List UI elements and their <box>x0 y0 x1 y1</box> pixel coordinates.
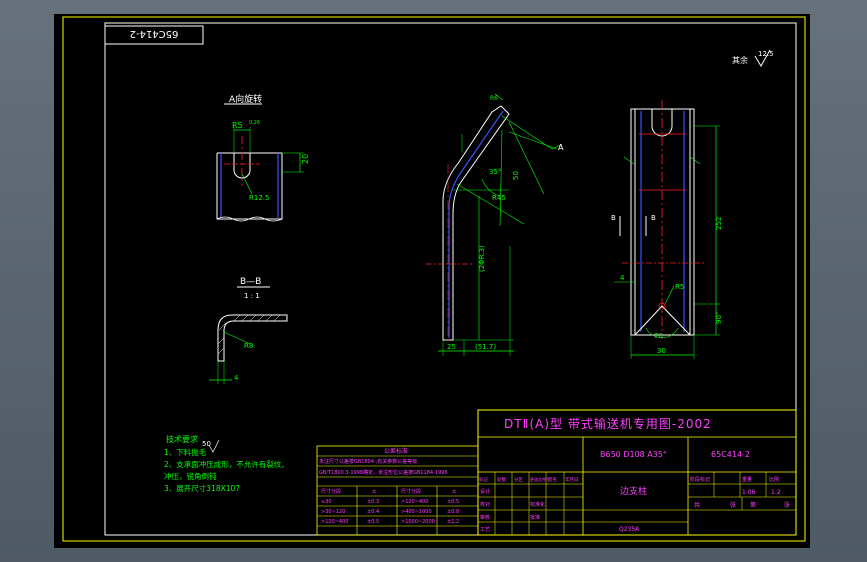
side-dim-length: 50 <box>512 171 520 180</box>
tol-r1c2: ±0.3 <box>367 499 379 505</box>
tb-rev-col-5: 签名 <box>548 476 557 483</box>
tol-r3c2: ±0.5 <box>367 519 379 525</box>
tech-req-item-3: 冲压，锐角倒钝 <box>164 471 217 481</box>
tb-scale: 1:2 <box>771 489 781 496</box>
tol-r1c3: >120~400 <box>401 499 428 505</box>
side-dim-bottom-right: (51.7) <box>475 343 496 351</box>
section-bb-scale: 1 : 1 <box>244 292 260 300</box>
front-dim-angle: 70 <box>654 332 663 340</box>
tb-rev-col-6: 年月日 <box>565 476 579 483</box>
tol-head-3: 尺寸分段 <box>401 488 421 495</box>
tech-req-item-1: 1、下料抛毛 <box>164 447 207 457</box>
roughness-symbol-icon <box>754 49 771 67</box>
tol-r3c1: >120~400 <box>321 519 348 525</box>
tb-sign-4: 工艺 <box>480 527 490 533</box>
side-dim-top: R6 <box>490 95 498 102</box>
tol-r3c4: ±1.2 <box>447 519 459 525</box>
title-block-title: DTⅡ(A)型 带式输送机专用图-2002 <box>504 416 712 431</box>
tol-r2c3: >400~1000 <box>401 509 432 515</box>
tol-r2c1: >30~120 <box>321 509 345 515</box>
side-dim-bottom-left: 25 <box>447 343 456 351</box>
title-block-model: B650 D108 A35° <box>600 450 667 459</box>
tb-sheet-label: 共 <box>694 501 700 509</box>
tol-note-2: GB/T1800.3-1998确定，未注形位公差按GB1184-1996 <box>319 469 448 476</box>
tb-page-label: 第 <box>750 501 756 509</box>
view-a-dim-tol: 0.26 <box>249 120 260 126</box>
front-dim-bottom: 90° <box>715 312 723 324</box>
tol-note-1: 未注尺寸公差按GB1804 ,有关参数公差等级 <box>319 458 417 465</box>
tb-rev-col-1: 标记 <box>479 476 488 483</box>
tech-req-title: 技术要求 <box>166 434 198 444</box>
tol-r2c2: ±0.4 <box>367 509 379 515</box>
tb-mid-col-1: 阶段标记 <box>690 476 710 483</box>
surface-value: 12.5 <box>758 50 774 58</box>
tb-sign-3: 审核 <box>480 514 490 521</box>
tb-sign-1: 设计 <box>480 488 490 495</box>
drawing-viewport[interactable]: 65C414-2 其余 12.5 A向旋转 R5 0.26 20 R12.5 B <box>54 14 810 548</box>
tol-r1c4: ±0.5 <box>447 499 459 505</box>
tb-mid-col-2: 重量 <box>742 476 752 483</box>
tech-req-item-2: 2、支承面冲压成形，不允许有裂纹。 <box>164 459 289 469</box>
surface-note: 其余 <box>732 55 748 65</box>
code-stamp: 65C414-2 <box>130 28 179 39</box>
side-view: A 35° 50 R45 R6 (2ΦR.3) 25 (51.7) <box>426 93 564 356</box>
view-a-dim-width: R5 <box>232 121 243 130</box>
front-label-b-right: B <box>651 214 656 222</box>
tech-requirements: 技术要求 50 1、下料抛毛 2、支承面冲压成形，不允许有裂纹。 冲压，锐角倒钝… <box>164 434 289 493</box>
front-dim-thk: 4 <box>620 274 625 282</box>
section-bb-dim-thk: 4 <box>234 374 239 382</box>
side-dim-radius: R45 <box>492 194 506 202</box>
tb-sheet-of: 张 <box>730 501 736 509</box>
tb-rev-col-4: 更改文件号 <box>530 476 550 482</box>
tb-sign-5: 标准化 <box>530 501 545 508</box>
tb-mid-col-3: 比例 <box>769 476 779 483</box>
tol-table-title: 公差标准 <box>384 447 408 455</box>
cad-canvas[interactable]: 65C414-2 其余 12.5 A向旋转 R5 0.26 20 R12.5 B <box>54 14 810 548</box>
view-a-dim-radius: R12.5 <box>249 194 269 202</box>
front-view: B B 252 90° 4 R5 70 30 <box>611 100 723 359</box>
view-a: A向旋转 R5 0.26 20 R12.5 <box>216 93 310 222</box>
side-dim-angle: 35° <box>489 168 501 176</box>
code-stamp-box <box>104 25 204 45</box>
title-block: DTⅡ(A)型 带式输送机专用图-2002 B650 D108 A35° 65C… <box>477 409 797 536</box>
side-label-a: A <box>558 143 564 152</box>
tb-weight: 1.06 <box>742 489 756 496</box>
sheet-inner-border <box>104 22 797 536</box>
front-dim-height: 252 <box>715 217 723 230</box>
tb-sign-2: 校对 <box>480 501 490 508</box>
tol-head-2: ± <box>372 489 376 495</box>
side-dim-vertical: (2ΦR.3) <box>478 245 486 272</box>
section-bb-dim-radius: R8 <box>244 342 253 350</box>
section-bb: B—B 1 : 1 R8 4 <box>209 277 288 384</box>
view-a-dim-height: 20 <box>301 154 310 164</box>
title-block-part-name: 边支柱 <box>620 485 647 497</box>
view-a-title: A向旋转 <box>229 93 262 105</box>
tb-page-of: 张 <box>784 501 790 509</box>
tol-r2c4: ±0.8 <box>447 509 459 515</box>
tb-sign-6: 批准 <box>530 514 540 521</box>
front-label-b-left: B <box>611 214 616 222</box>
tolerance-table: 公差标准 未注尺寸公差按GB1804 ,有关参数公差等级 GB/T1800.3-… <box>316 445 479 536</box>
front-dim-radius: R5 <box>675 283 684 291</box>
tol-r1c1: ≤30 <box>321 499 332 505</box>
title-block-drawing-no: 65C414-2 <box>711 450 750 459</box>
sheet-outer-border <box>62 16 806 542</box>
tol-head-1: 尺寸分段 <box>321 488 341 495</box>
title-block-material: Q235A <box>619 526 640 533</box>
tol-head-4: ± <box>452 489 456 495</box>
tol-r3c3: >1000~2000 <box>401 519 435 525</box>
section-bb-title: B—B <box>240 277 261 287</box>
tech-req-roughness: 50 <box>202 440 211 448</box>
front-dim-width: 30 <box>657 347 666 355</box>
tb-rev-col-2: 处数 <box>497 476 506 483</box>
tech-req-item-4: 3、展开尺寸318X107 <box>164 483 240 493</box>
tb-rev-col-3: 分区 <box>514 476 523 483</box>
